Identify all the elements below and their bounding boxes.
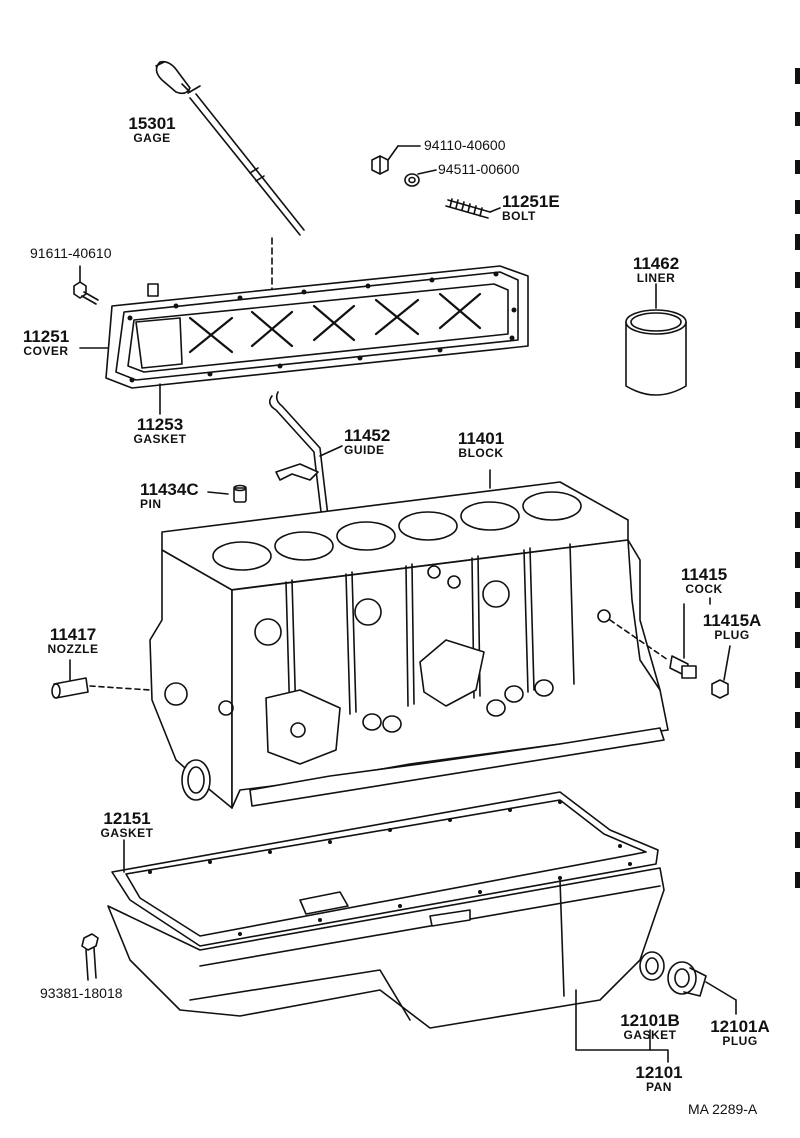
part-number: 11251 — [22, 327, 70, 346]
label-12101: 12101 PAN — [626, 1064, 692, 1093]
part-name: NOZZLE — [47, 642, 99, 656]
cover-bolt-drawing — [73, 265, 99, 305]
dipstick-guide-drawing — [268, 391, 343, 521]
part-name: GUIDE — [344, 443, 385, 457]
part-name: BLOCK — [458, 446, 504, 460]
scan-edge-mark — [795, 672, 800, 688]
scan-edge-mark — [795, 432, 800, 448]
part-number: 11452 — [344, 426, 391, 445]
scan-edge-mark — [795, 272, 800, 288]
scan-edge-mark — [795, 112, 800, 126]
oil-pan-drawing — [81, 867, 737, 1063]
part-name: PIN — [140, 497, 162, 511]
part-name: PLUG — [714, 628, 750, 642]
pin-drawing — [207, 484, 247, 503]
nozzle-drawing — [51, 659, 89, 699]
part-number: 11253 — [136, 415, 184, 434]
scan-edge-mark — [795, 832, 800, 848]
scan-edge-mark — [795, 392, 800, 408]
scan-edge-mark — [795, 632, 800, 648]
scan-edge-mark — [795, 352, 800, 368]
part-number: 11401 — [457, 429, 505, 448]
oil-pan-gasket-drawing — [111, 791, 659, 947]
label-11452: 11452 GUIDE — [344, 427, 390, 456]
part-name: COVER — [23, 344, 69, 358]
part-number: 11415A — [702, 611, 762, 630]
scan-edge-mark — [795, 312, 800, 328]
part-name: PAN — [646, 1080, 672, 1094]
scan-edge-mark — [795, 234, 800, 250]
label-11251E: 11251E BOLT — [502, 193, 560, 222]
label-11253: 11253 GASKET — [124, 416, 196, 445]
part-number: 11434C — [140, 480, 199, 499]
label-12151: 12151 GASKET — [92, 810, 162, 839]
scan-edge-mark — [795, 592, 800, 608]
dipstick-gage-drawing — [155, 60, 305, 291]
scan-edge-mark — [795, 552, 800, 568]
part-number: 11415 — [680, 565, 728, 584]
part-number: 11462 — [632, 254, 680, 273]
label-12101B: 12101B GASKET — [612, 1012, 688, 1041]
side-cover-drawing — [79, 265, 529, 415]
part-number: 12101A — [710, 1017, 770, 1036]
part-name: PLUG — [722, 1034, 758, 1048]
scan-edge-mark — [795, 712, 800, 728]
label-11434C: 11434C PIN — [140, 481, 199, 510]
part-number: 12101 — [635, 1063, 683, 1082]
scan-edge-mark — [795, 512, 800, 528]
label-91611-40610: 91611-40610 — [30, 245, 112, 261]
label-11251: 11251 COVER — [14, 328, 78, 357]
label-93381-18018: 93381-18018 — [40, 985, 123, 1001]
scan-edge-mark — [795, 68, 800, 84]
part-number: 12151 — [103, 809, 151, 828]
part-name: LINER — [636, 271, 676, 285]
diagram-code: MA 2289-A — [688, 1101, 758, 1117]
label-94110-40600: 94110-40600 — [424, 137, 506, 153]
cylinder-liner-drawing — [625, 283, 687, 396]
part-number: 12101B — [620, 1011, 680, 1030]
scan-edge-mark — [795, 872, 800, 888]
part-name: GASKET — [133, 432, 187, 446]
label-11462: 11462 LINER — [624, 255, 688, 284]
part-number: 15301 — [128, 114, 176, 133]
label-11401: 11401 BLOCK — [448, 430, 514, 459]
part-name: GASKET — [100, 826, 154, 840]
scan-edge-mark — [795, 792, 800, 808]
label-11415A: 11415A PLUG — [692, 612, 772, 641]
cylinder-block-drawing — [89, 469, 669, 809]
part-name: GASKET — [623, 1028, 677, 1042]
label-15301: 15301 GAGE — [120, 115, 184, 144]
label-94511-00600: 94511-00600 — [438, 161, 520, 177]
part-number: 11417 — [49, 625, 97, 644]
label-11415: 11415 COCK — [672, 566, 736, 595]
label-12101A: 12101A PLUG — [700, 1018, 780, 1047]
scan-edge-mark — [795, 200, 800, 214]
part-name: COCK — [685, 582, 723, 596]
scan-edge-mark — [795, 752, 800, 768]
part-name: GAGE — [133, 131, 171, 145]
part-number: 11251E — [502, 192, 560, 211]
scan-edge-mark — [795, 472, 800, 488]
label-11417: 11417 NOZZLE — [38, 626, 108, 655]
part-name: BOLT — [502, 209, 536, 223]
nut-washer-stud-drawing — [371, 145, 501, 219]
drain-cock-drawing — [669, 597, 731, 699]
scan-edge-mark — [795, 160, 800, 174]
